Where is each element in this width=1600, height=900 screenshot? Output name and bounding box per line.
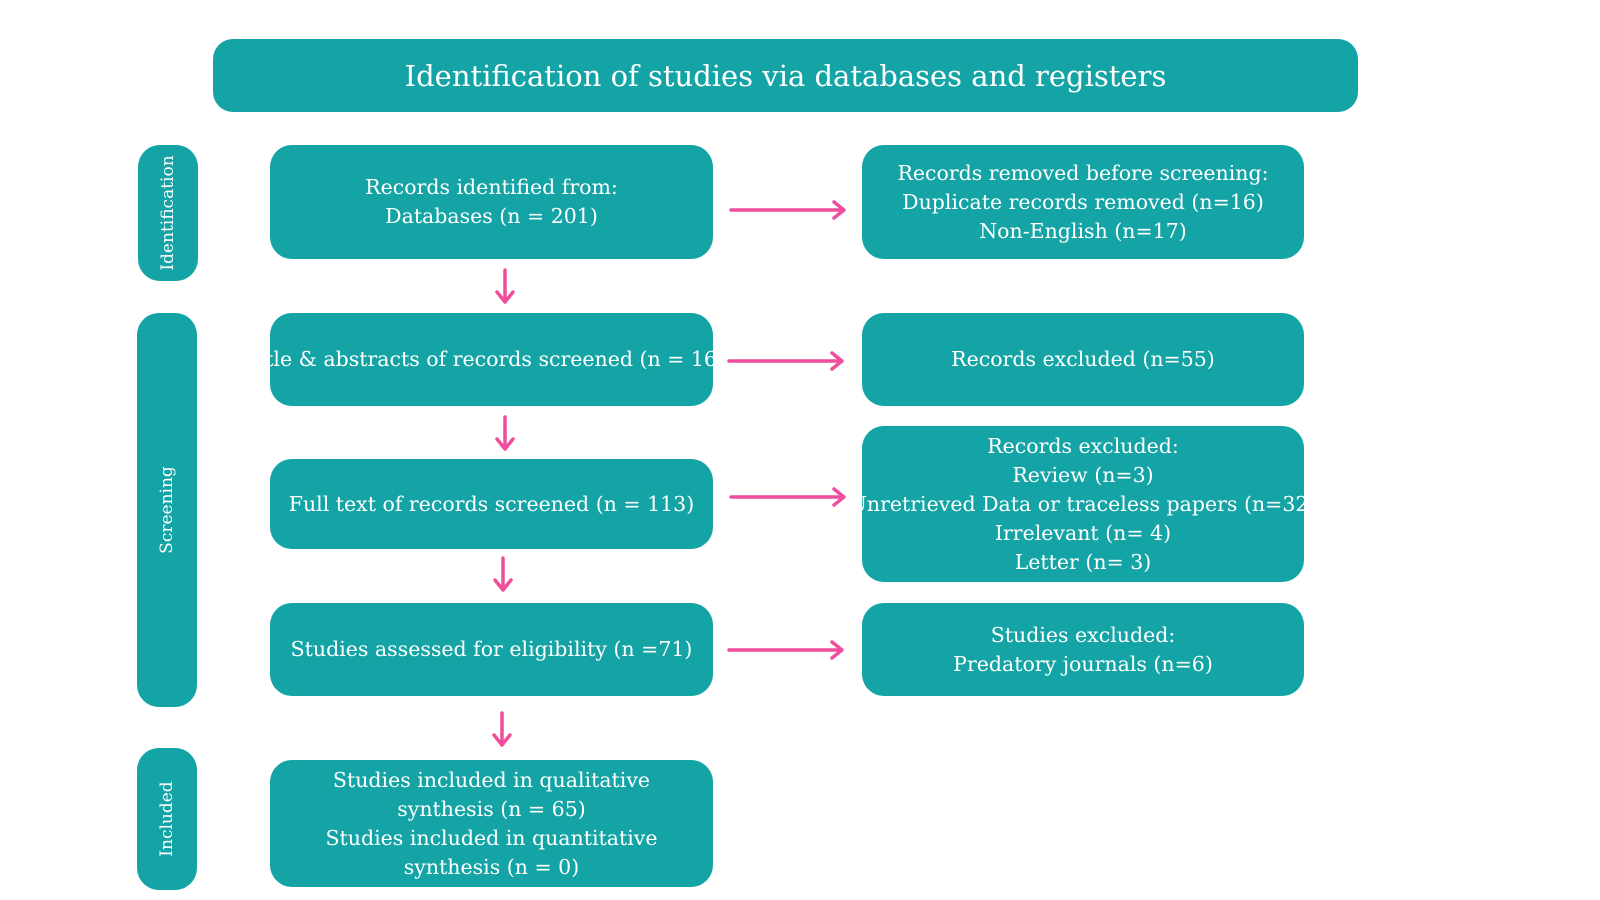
- box-line: Review (n=3): [1012, 462, 1154, 487]
- arrow-down-1: [495, 268, 515, 304]
- box-line: Duplicate records removed (n=16): [902, 189, 1264, 214]
- stage-label-screening: Screening: [157, 466, 177, 554]
- box-line: Studies excluded:: [990, 622, 1176, 647]
- box-line: Unretrieved Data or traceless papers (n=…: [849, 491, 1317, 516]
- stage-label-identification: Identification: [158, 155, 178, 271]
- box-line: Non-English (n=17): [979, 218, 1187, 243]
- box-line: Studies assessed for eligibility (n =71): [290, 637, 693, 661]
- box-line: Records excluded:: [987, 433, 1179, 458]
- stage-screening: Screening: [137, 313, 197, 707]
- studies-excluded-box: Studies excluded: Predatory journals (n=…: [862, 603, 1304, 696]
- box-line: Databases (n = 201): [385, 204, 598, 228]
- arrow-right-2: [727, 351, 844, 371]
- box-line: Records removed before screening:: [897, 160, 1269, 185]
- box-line: Predatory journals (n=6): [953, 651, 1213, 676]
- box-line: Title & abstracts of records screened (n…: [244, 347, 739, 371]
- stage-label-included: Included: [157, 781, 177, 857]
- box-line: Records identified from:: [365, 175, 618, 199]
- records-removed-box: Records removed before screening: Duplic…: [862, 145, 1304, 259]
- arrow-down-4: [492, 711, 512, 747]
- records-excluded-box-1: Records excluded (n=55): [862, 313, 1304, 406]
- box-line: Irrelevant (n= 4): [994, 520, 1172, 545]
- records-identified-box: Records identified from: Databases (n = …: [270, 145, 713, 259]
- box-line: synthesis (n = 65): [397, 796, 586, 821]
- box-line: Full text of records screened (n = 113): [288, 491, 695, 516]
- box-line: Studies included in qualitative: [332, 767, 651, 792]
- box-line: Studies included in quantitative: [325, 825, 658, 850]
- records-excluded-box-2: Records excluded: Review (n=3) Unretriev…: [850, 426, 1316, 582]
- box-line: Records excluded (n=55): [951, 347, 1215, 371]
- arrow-down-2: [495, 415, 515, 451]
- studies-included-box: Studies included in qualitative synthesi…: [270, 760, 713, 887]
- box-line: Letter (n= 3): [1014, 549, 1152, 574]
- title-abstracts-screened-box: Title & abstracts of records screened (n…: [245, 313, 738, 406]
- arrow-right-4: [727, 640, 844, 660]
- stage-included: Included: [137, 748, 197, 890]
- arrow-down-3: [493, 556, 513, 592]
- full-text-screened-box: Full text of records screened (n = 113): [270, 459, 713, 549]
- arrow-right-3: [729, 487, 846, 507]
- eligibility-box: Studies assessed for eligibility (n =71): [270, 603, 713, 696]
- header-title: Identification of studies via databases …: [404, 58, 1167, 93]
- box-line: synthesis (n = 0): [403, 854, 580, 879]
- arrow-right-1: [729, 200, 846, 220]
- stage-identification: Identification: [138, 145, 198, 281]
- header-box: Identification of studies via databases …: [213, 39, 1358, 112]
